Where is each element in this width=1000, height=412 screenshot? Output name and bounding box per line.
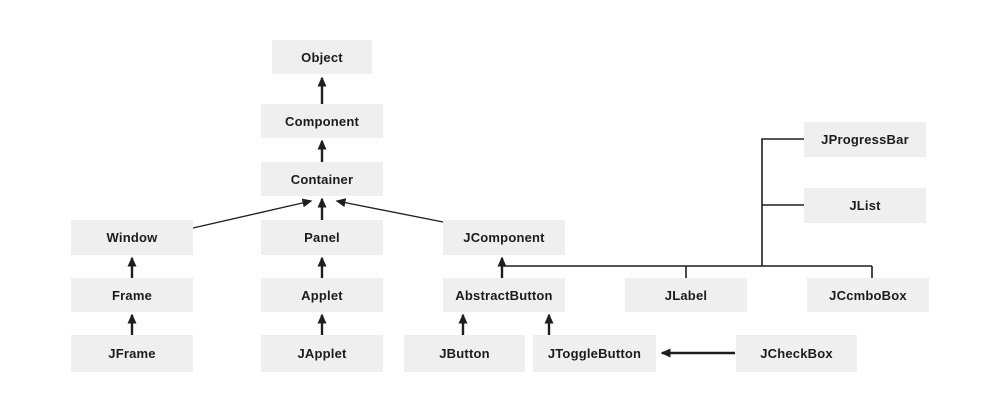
node-panel: Panel bbox=[261, 220, 383, 255]
edge-window-container bbox=[192, 198, 313, 229]
edge-jcomponent-container bbox=[335, 198, 444, 223]
node-frame: Frame bbox=[71, 278, 193, 312]
node-jtogglebutton: JToggleButton bbox=[533, 335, 656, 372]
node-jlabel: JLabel bbox=[625, 278, 747, 312]
node-window: Window bbox=[71, 220, 193, 255]
node-japplet: JApplet bbox=[261, 335, 383, 372]
node-abstractbutton: AbstractButton bbox=[443, 278, 565, 312]
node-container: Container bbox=[261, 162, 383, 196]
node-jcomponent: JComponent bbox=[443, 220, 565, 255]
node-jprogressbar: JProgressBar bbox=[804, 122, 926, 157]
connector-jcomponent-children bbox=[502, 265, 873, 278]
node-jbutton: JButton bbox=[404, 335, 525, 372]
node-jframe: JFrame bbox=[71, 335, 193, 372]
connector-jprogressbar-jlist bbox=[761, 138, 804, 266]
node-component: Component bbox=[261, 104, 383, 138]
node-applet: Applet bbox=[261, 278, 383, 312]
node-object: Object bbox=[272, 40, 372, 74]
node-jccmbobox: JCcmboBox bbox=[807, 278, 929, 312]
node-jlist: JList bbox=[804, 188, 926, 223]
node-jcheckbox: JCheckBox bbox=[736, 335, 857, 372]
